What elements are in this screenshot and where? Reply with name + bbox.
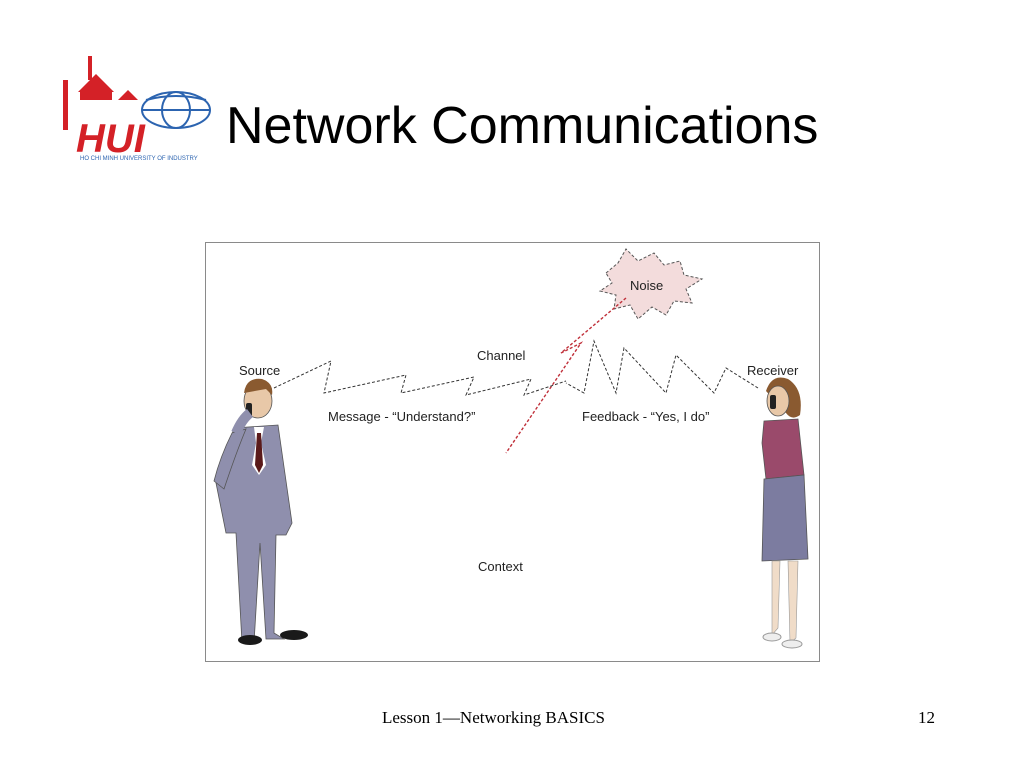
university-logo: HUI HO CHI MINH UNIVERSITY OF INDUSTRY [58,52,213,164]
noise-cloud [598,248,704,320]
receiver-label: Receiver [747,363,799,378]
noise-label: Noise [630,278,664,293]
feedback-zigzag [565,339,759,395]
page-number: 12 [918,708,935,727]
noise-line [505,297,627,454]
hui-logo-icon: HUI HO CHI MINH UNIVERSITY OF INDUSTRY [63,56,211,162]
slide-title: Network Communications [226,97,819,155]
message-zigzag [273,360,567,396]
message-label: Message - “Understand?” [328,409,476,424]
man-figure [213,378,308,645]
woman-figure [761,377,809,649]
feedback-label: Feedback - “Yes, I do” [582,409,710,424]
svg-text:HO CHI MINH UNIVERSITY OF INDU: HO CHI MINH UNIVERSITY OF INDUSTRY [80,156,198,162]
communication-diagram: Source Receiver Channel Noise Message - … [205,242,820,662]
diagram-drawing [213,248,809,649]
channel-label: Channel [477,348,526,363]
source-label: Source [239,363,281,378]
footer-text: Lesson 1—Networking BASICS [382,708,605,727]
context-label: Context [478,559,523,574]
svg-text:HUI: HUI [76,117,146,161]
